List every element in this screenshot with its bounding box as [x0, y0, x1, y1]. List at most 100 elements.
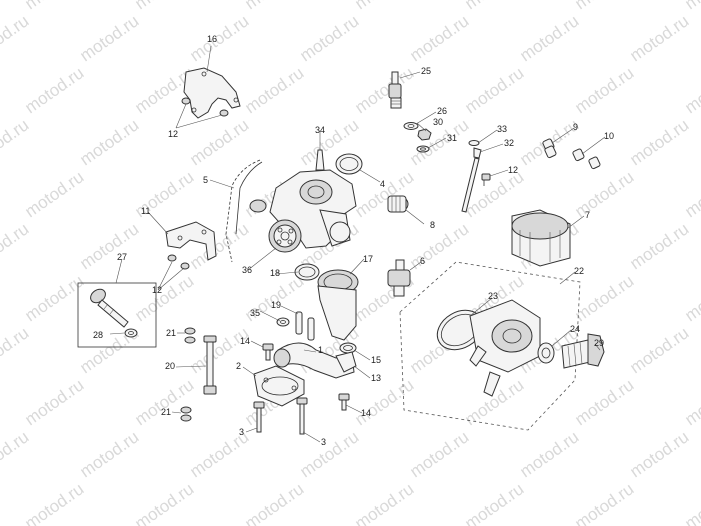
watermark-text: motod.ru	[626, 11, 692, 65]
part-11-bracket	[165, 221, 217, 261]
callout-31: 31	[447, 133, 457, 143]
part-12-screws-top	[181, 97, 229, 117]
watermark-text: motod.ru	[76, 11, 142, 65]
watermark-text: motod.ru	[21, 375, 87, 429]
part-16-cover-plate	[183, 67, 241, 119]
watermark-text: motod.ru	[681, 271, 701, 325]
part-21-nuts-upper	[184, 327, 196, 344]
callout-30: 30	[433, 117, 443, 127]
watermark-text: motod.ru	[296, 427, 362, 481]
watermark-text: motod.ru	[626, 427, 692, 481]
watermark-text: motod.ru	[0, 219, 32, 273]
watermark-text: motod.ru	[571, 63, 637, 117]
watermark-text: motod.ru	[681, 479, 701, 526]
callout-15: 15	[371, 355, 381, 365]
watermark-text: motod.ru	[571, 167, 637, 221]
part-2-strainer	[253, 365, 305, 407]
watermark-text: motod.ru	[186, 11, 252, 65]
watermark-text: motod.ru	[21, 167, 87, 221]
watermark-text: motod.ru	[21, 63, 87, 117]
callout-3: 3	[239, 427, 244, 437]
watermark-text: motod.ru	[681, 167, 701, 221]
callout-12: 12	[152, 285, 162, 295]
watermark-text: motod.ru	[21, 479, 87, 526]
watermark-text: motod.ru	[571, 375, 637, 429]
watermark-text: motod.ru	[186, 115, 252, 169]
callout-12: 12	[508, 165, 518, 175]
watermark-text: motod.ru	[406, 427, 472, 481]
callout-33: 33	[497, 124, 507, 134]
watermark-text: motod.ru	[351, 375, 417, 429]
callout-18: 18	[270, 268, 280, 278]
callout-6: 6	[420, 256, 425, 266]
part-32-dipstick	[461, 140, 482, 213]
part-30-nut	[417, 128, 432, 141]
part-12-screws-left	[167, 254, 190, 270]
part-oil-cooler	[469, 299, 541, 397]
callout-23: 23	[488, 291, 498, 301]
part-25-pressure-switch	[388, 71, 402, 109]
watermark-text: motod.ru	[76, 115, 142, 169]
watermark-text: motod.ru	[571, 271, 637, 325]
part-21-nuts-lower	[180, 406, 192, 422]
watermark-text: motod.ru	[461, 63, 527, 117]
callout-24: 24	[570, 324, 580, 334]
watermark-text: motod.ru	[626, 323, 692, 377]
part-14-screw-upper	[262, 343, 274, 361]
callout-8: 8	[430, 220, 435, 230]
watermark-text: motod.ru	[351, 167, 417, 221]
callout-2: 2	[236, 361, 241, 371]
callout-3: 3	[321, 437, 326, 447]
part-15-o-ring	[339, 342, 357, 354]
watermark-text: motod.ru	[0, 115, 32, 169]
watermark-text: motod.ru	[0, 323, 32, 377]
watermark-text: motod.ru	[0, 11, 32, 65]
callout-1: 1	[318, 345, 323, 355]
part-19-dowel-pins	[295, 311, 315, 341]
callout-14: 14	[361, 408, 371, 418]
watermark-text: motod.ru	[406, 11, 472, 65]
watermark-text: motod.ru	[681, 63, 701, 117]
callout-20: 20	[165, 361, 175, 371]
callout-7: 7	[585, 210, 590, 220]
part-5-drive-chain	[225, 159, 263, 263]
part-7-oil-filter	[511, 209, 571, 267]
part-12-screw-right	[481, 173, 491, 186]
part-17-oil-pickup	[317, 269, 359, 341]
watermark-text: motod.ru	[516, 427, 582, 481]
watermark-text: motod.ru	[186, 323, 252, 377]
watermark-text: motod.ru	[21, 271, 87, 325]
watermark-text: motod.ru	[626, 219, 692, 273]
watermark-text: motod.ru	[516, 11, 582, 65]
leader-lines	[109, 45, 606, 443]
callout-26: 26	[437, 106, 447, 116]
part-6-sensor	[387, 259, 411, 297]
watermark-text: motod.ru	[296, 11, 362, 65]
callout-35: 35	[250, 308, 260, 318]
watermark-text: motod.ru	[76, 219, 142, 273]
part-26-washer	[403, 122, 419, 130]
callout-labels: 16 12 25 26 30 31 33 32 12 9 10 34 4 5 8…	[93, 34, 614, 447]
watermark-text: motod.ru	[351, 0, 417, 13]
callout-32: 32	[504, 138, 514, 148]
watermark-text: motod.ru	[241, 0, 307, 13]
part-14-screw-lower	[338, 393, 350, 411]
callout-10: 10	[604, 131, 614, 141]
callout-34: 34	[315, 125, 325, 135]
watermark-text: motod.ru	[351, 479, 417, 526]
watermark-text: motod.ru	[681, 0, 701, 13]
watermark-text: motod.ru	[571, 479, 637, 526]
callout-13: 13	[371, 373, 381, 383]
part-36-drive-gear	[268, 219, 302, 253]
watermark-text: motod.ru	[626, 115, 692, 169]
callout-9: 9	[573, 122, 578, 132]
watermark-text: motod.ru	[571, 0, 637, 13]
callout-25: 25	[421, 66, 431, 76]
watermark-text: motod.ru	[21, 0, 87, 13]
watermark-text: motod.ru	[461, 0, 527, 13]
callout-4: 4	[380, 179, 385, 189]
watermark-text: motod.ru	[681, 375, 701, 429]
watermark-text: motod.ru	[241, 479, 307, 526]
